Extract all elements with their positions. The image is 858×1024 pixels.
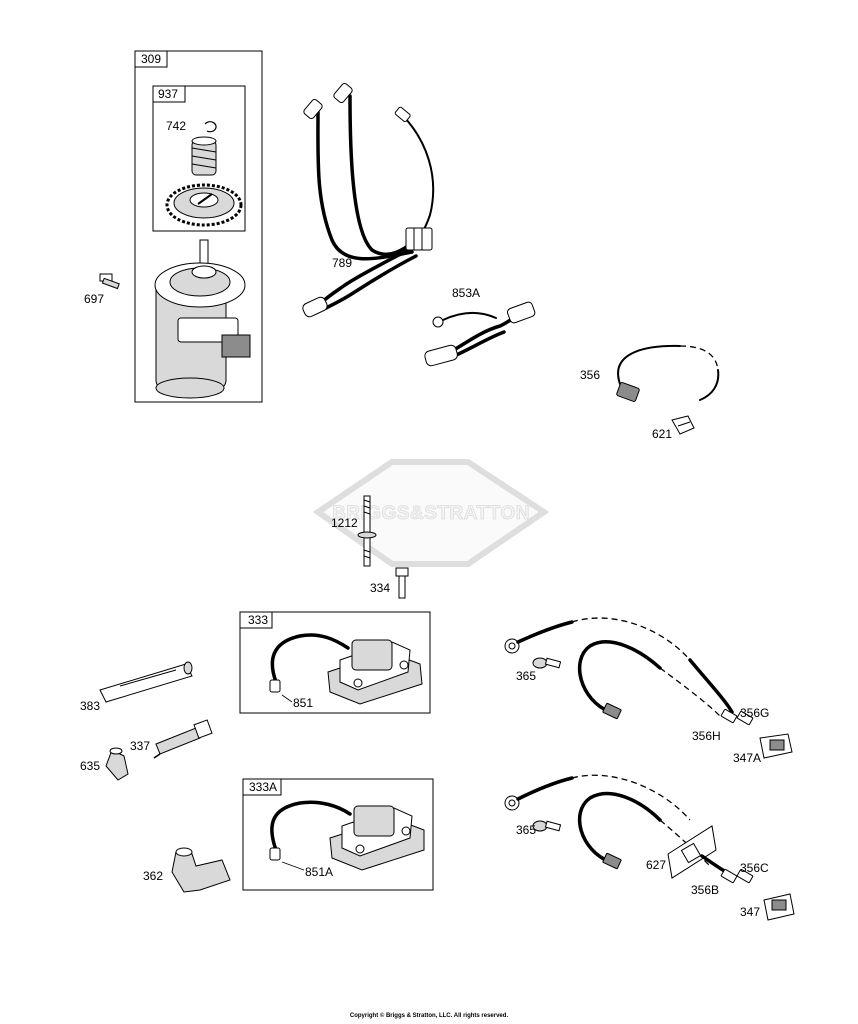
callout-337: 337 — [130, 739, 150, 753]
callout-333: 333 — [248, 613, 268, 627]
wire-harness-789[interactable] — [301, 82, 435, 318]
callout-347A: 347A — [733, 751, 761, 765]
starter-motor-group[interactable]: 309 937 742 697 — [84, 50, 263, 403]
box-937-tab — [152, 85, 186, 103]
callout-347: 347 — [740, 905, 760, 919]
box-309 — [134, 50, 263, 403]
clip-621[interactable] — [671, 415, 695, 435]
ignition-armature-a[interactable] — [329, 805, 425, 871]
switch-347[interactable] — [763, 893, 795, 921]
box-937 — [152, 85, 246, 232]
screw-365-upper[interactable] — [532, 657, 562, 669]
tool-383[interactable] — [99, 661, 193, 703]
callout-1212: 1212 — [331, 516, 358, 530]
callout-356H: 356H — [692, 729, 721, 743]
armature-333-group[interactable]: 333 851 — [239, 611, 431, 714]
callout-356C: 356C — [740, 861, 769, 875]
callout-853A: 853A — [452, 286, 480, 300]
starter-motor[interactable] — [154, 239, 251, 399]
copyright-notice: Copyright © Briggs & Stratton, LLC. All … — [349, 1013, 509, 1019]
stud-1212[interactable] — [357, 495, 377, 567]
callout-334: 334 — [370, 581, 390, 595]
switch-347a[interactable] — [759, 733, 793, 759]
armature-333a-group[interactable]: 333A 851A — [242, 778, 434, 891]
box-333a — [242, 778, 434, 891]
callout-362: 362 — [143, 869, 163, 883]
switch-harness-lower[interactable] — [504, 774, 754, 884]
callout-356G: 356G — [740, 706, 769, 720]
drive-pinion[interactable] — [191, 136, 217, 176]
bolt-334[interactable] — [395, 567, 409, 599]
callout-627: 627 — [646, 858, 666, 872]
wire-356[interactable] — [616, 344, 720, 402]
spark-plug-337[interactable] — [153, 719, 213, 759]
callout-621: 621 — [652, 427, 672, 441]
callout-309: 309 — [141, 52, 161, 66]
callout-356B: 356B — [691, 883, 719, 897]
starter-gear[interactable] — [165, 183, 243, 227]
wire-harness-853a[interactable] — [424, 301, 536, 367]
bolt-697[interactable] — [99, 273, 120, 290]
callout-937: 937 — [158, 87, 178, 101]
callout-851A: 851A — [305, 865, 333, 879]
callout-383: 383 — [80, 699, 100, 713]
box-333 — [239, 611, 431, 714]
box-309-tab — [134, 50, 168, 68]
brand-watermark: BRIGGS&STRATTON — [312, 459, 550, 567]
ignition-armature[interactable] — [327, 639, 423, 705]
callout-851: 851 — [293, 696, 313, 710]
spark-plug-cap-362[interactable] — [171, 847, 231, 893]
callout-365-upper: 365 — [516, 669, 536, 683]
watermark-text: BRIGGS&STRATTON — [332, 503, 530, 524]
box-333a-tab — [242, 778, 282, 796]
callout-365-lower: 365 — [516, 823, 536, 837]
box-333-tab — [239, 611, 273, 629]
callout-742: 742 — [166, 119, 186, 133]
callout-356: 356 — [580, 368, 600, 382]
callout-635: 635 — [80, 759, 100, 773]
callout-697: 697 — [84, 292, 104, 306]
spark-plug-boot-635[interactable] — [105, 747, 129, 781]
callout-333A: 333A — [249, 780, 277, 794]
retaining-ring-742[interactable] — [204, 121, 217, 133]
callout-789: 789 — [332, 256, 352, 270]
switch-harness-upper[interactable] — [504, 617, 754, 726]
screw-365-lower[interactable] — [532, 820, 562, 832]
